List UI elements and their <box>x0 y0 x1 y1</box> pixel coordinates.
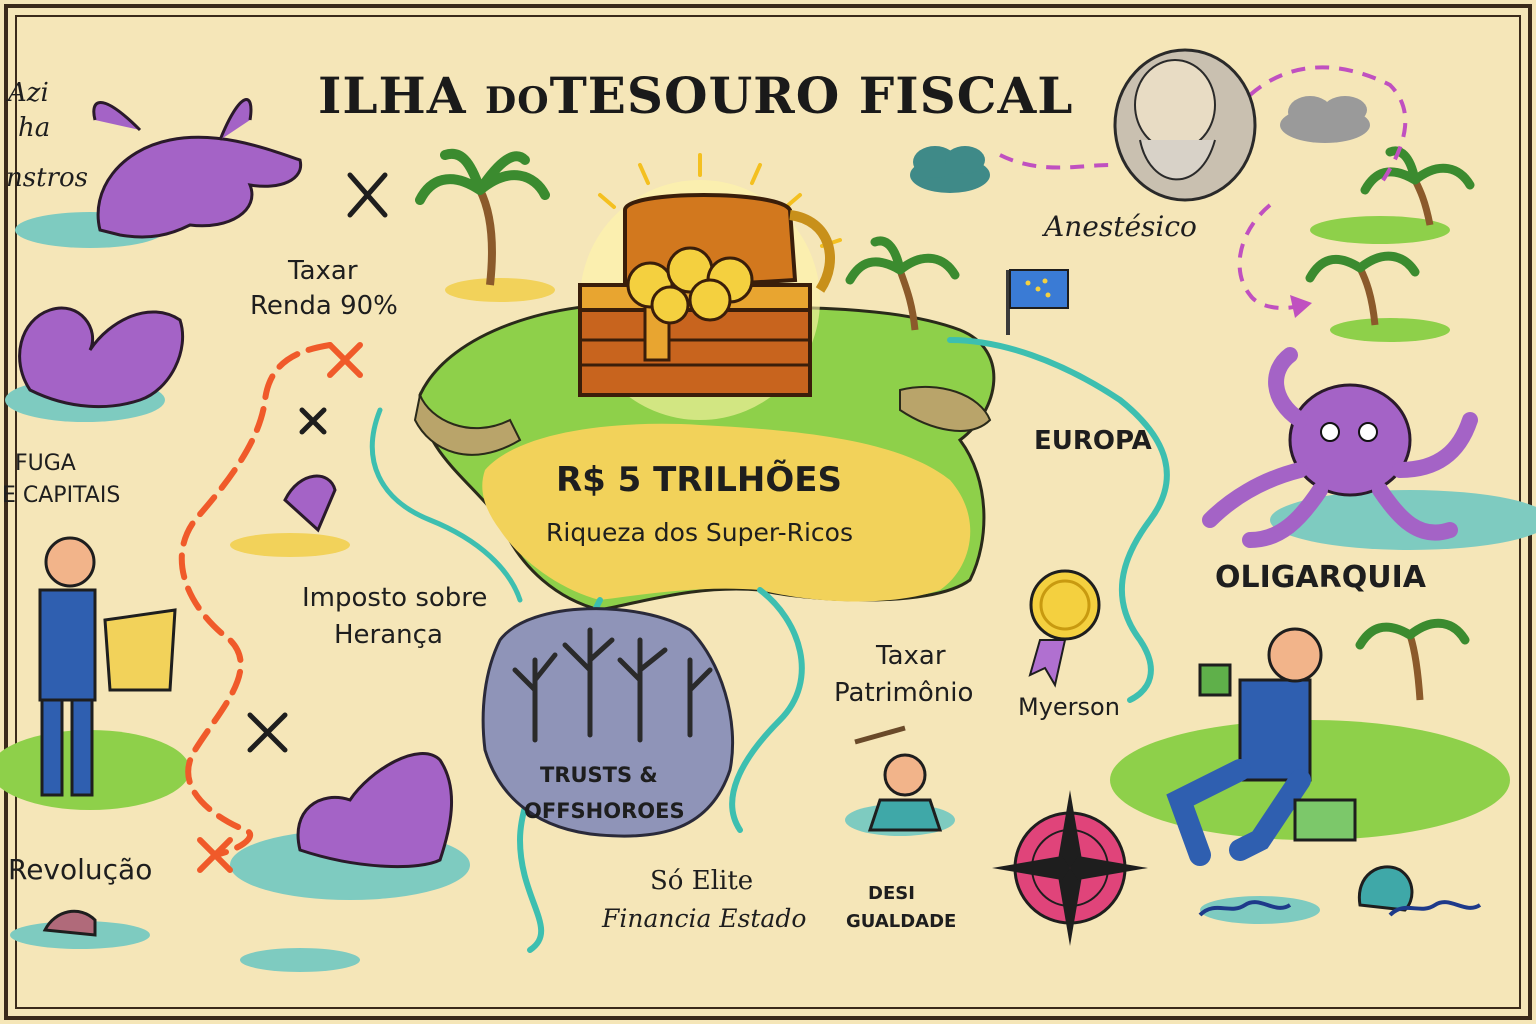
arrow-icon <box>1290 295 1312 318</box>
river <box>369 407 523 603</box>
palm-tree-icon <box>845 236 960 331</box>
sea-monster-icon <box>283 474 337 533</box>
oligarquia-label: OLIGARQUIA <box>1215 560 1426 595</box>
taxar-renda-label-1: Taxar <box>288 256 358 286</box>
sand-patch <box>482 423 971 602</box>
left-island <box>0 730 190 810</box>
sea-monster-icon <box>18 306 185 408</box>
fuga-label-1: FUGA <box>15 451 76 476</box>
monsters-label-2: ha <box>18 113 51 143</box>
europa-label: EUROPA <box>1034 426 1152 456</box>
x-mark-icon <box>299 407 327 435</box>
sea-patch <box>1200 896 1320 924</box>
desigualdade-label-1: DESI <box>868 883 915 904</box>
so-elite-label-1: Só Elite <box>650 866 754 896</box>
patrimonio-label-2: Patrimônio <box>834 678 974 708</box>
flag-icon <box>1006 269 1069 335</box>
heranca-label-1: Imposto sobre <box>302 583 488 613</box>
portrait <box>1113 48 1257 202</box>
trusts-label-1: TRUSTS & <box>540 763 658 787</box>
patrimonio-label-1: Taxar <box>876 641 946 671</box>
cliff-edge <box>899 385 992 432</box>
palm-tree-icon <box>1360 146 1475 226</box>
so-elite-label-2: Financia Estado <box>602 904 807 933</box>
medal-icon <box>1028 569 1101 688</box>
waves <box>1198 900 1292 917</box>
businessman <box>1166 627 1357 866</box>
small-island <box>230 533 350 557</box>
x-mark-icon <box>247 712 288 753</box>
sea-monster-icon <box>1357 865 1414 912</box>
red-path <box>178 342 333 858</box>
treasure-chest-icon <box>578 193 835 397</box>
octopus-icon <box>1202 347 1478 548</box>
heranca-label-2: Herança <box>334 620 443 650</box>
cloud-icon <box>910 146 990 193</box>
waves <box>1388 900 1482 917</box>
sea-monster-icon <box>42 909 97 937</box>
fuga-label-2: E CAPITAIS <box>2 483 121 508</box>
sea-monster-icon <box>296 752 453 869</box>
sea-monster-icon <box>92 98 303 239</box>
sinking-man <box>845 725 955 836</box>
magenta-path <box>999 65 1408 310</box>
x-mark-icon <box>347 172 388 218</box>
cliff-edge <box>413 391 522 456</box>
monsters-label-1: Azi <box>8 78 49 108</box>
river <box>947 337 1170 703</box>
revolucao-label: Revolução <box>8 853 153 886</box>
monsters-label-3: nstros <box>6 163 88 193</box>
anestesico-label: Anestésico <box>1044 210 1197 243</box>
palm-tree-icon <box>415 148 550 286</box>
myerson-label: Myerson <box>1018 693 1120 721</box>
man-with-map <box>38 536 177 797</box>
map-title: ILHA DOTESOURO FISCAL <box>318 66 1074 125</box>
glow-rays <box>598 153 842 248</box>
taxar-renda-label-2: Renda 90% <box>250 291 398 321</box>
small-island <box>1330 318 1450 342</box>
treasure-amount: R$ 5 TRILHÕES <box>556 460 842 500</box>
palm-tree-icon <box>1355 618 1470 701</box>
small-island <box>1310 216 1450 244</box>
x-mark-icon <box>327 342 363 378</box>
cloud-icon <box>1280 96 1370 143</box>
dead-trees <box>512 627 713 743</box>
x-mark-icon <box>197 837 233 873</box>
sea-patch <box>240 948 360 972</box>
river <box>729 587 805 833</box>
palm-tree-icon <box>1305 251 1420 326</box>
small-island <box>445 278 555 302</box>
treasure-subtitle: Riqueza dos Super-Ricos <box>546 518 853 547</box>
compass-rose-icon <box>992 790 1148 946</box>
desigualdade-label-2: GUALDADE <box>846 911 957 932</box>
trusts-label-2: OFFSHOROES <box>524 799 685 823</box>
